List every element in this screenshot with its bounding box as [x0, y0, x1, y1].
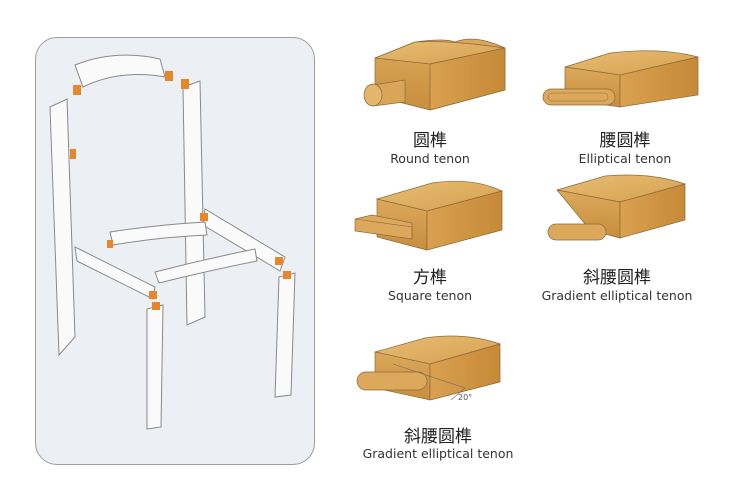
chair-seat-slat-back [109, 221, 208, 246]
chair-seat-slat-front [154, 248, 258, 284]
gradient-elliptical-tenon-en: Gradient elliptical tenon [541, 288, 693, 303]
gradient-elliptical-tenon-2-cn: 斜腰圆榫 [404, 427, 472, 447]
square-tenon-illustration [354, 180, 504, 251]
chair-exploded-view [49, 54, 296, 430]
round-tenon-en: Round tenon [390, 151, 470, 166]
chair-front-left-leg [146, 304, 164, 430]
chair-top-rail [74, 54, 166, 88]
elliptical-tenon-cn: 腰圆榫 [599, 131, 651, 151]
round-tenon-cn: 圆榫 [413, 131, 447, 151]
angle-label: 20° [458, 393, 472, 402]
gradient-elliptical-tenon-2-en: Gradient elliptical tenon [362, 446, 514, 461]
square-tenon-en: Square tenon [387, 288, 473, 303]
gradient-elliptical-tenon-cn: 斜腰圆榫 [583, 268, 651, 288]
elliptical-tenon-en: Elliptical tenon [578, 151, 672, 166]
square-tenon-cn: 方榫 [413, 268, 447, 288]
round-tenon-illustration [363, 38, 506, 111]
gradient-elliptical-tenon-angle-illustration: 20° [356, 335, 502, 402]
elliptical-tenon-illustration [542, 50, 699, 108]
chair-front-rail [74, 246, 156, 300]
chair-front-right-leg [274, 272, 296, 398]
joint-markers [70, 71, 291, 310]
gradient-elliptical-tenon-illustration [547, 174, 687, 241]
chair-back-left-leg [49, 98, 76, 357]
chair-back-right-leg [182, 80, 206, 326]
